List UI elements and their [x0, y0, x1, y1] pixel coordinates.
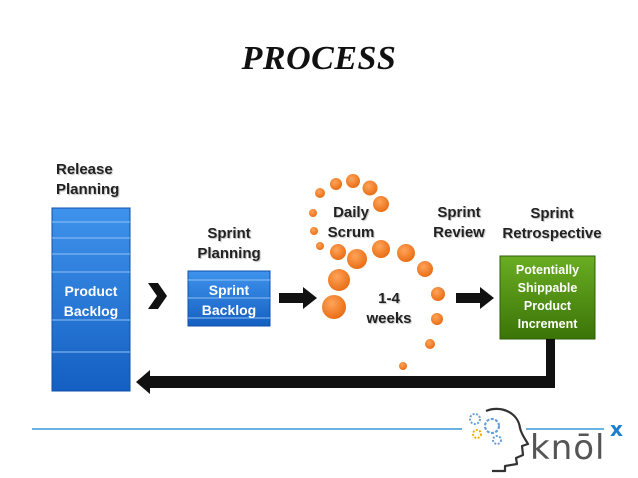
release-planning-line1: Release: [56, 161, 113, 178]
sprint-retrospective-line1: Sprint: [530, 205, 574, 222]
daily-scrum-line1: Daily: [333, 204, 369, 221]
daily-scrum-label: Daily Scrum: [320, 203, 382, 243]
sprint-backlog-line1: Sprint: [208, 282, 250, 298]
increment-line4: Increment: [517, 317, 578, 331]
sprint-review-line2: Review: [433, 224, 485, 241]
duration-line2: weeks: [366, 310, 412, 327]
duration-line1: 1-4: [378, 290, 400, 307]
sprint-review-label: Sprint Review: [428, 203, 490, 243]
increment-label: Potentially Shippable Product Increment: [500, 261, 595, 333]
daily-scrum-line2: Scrum: [327, 224, 375, 241]
sprint-retrospective-line2: Retrospective: [502, 225, 602, 242]
sprint-review-line1: Sprint: [437, 204, 481, 221]
sprint-retrospective-label: Sprint Retrospective: [496, 204, 608, 244]
sprint-backlog-box: [187, 270, 271, 327]
increment-line2: Shippable: [517, 281, 578, 295]
sprint-cycle-dots: [309, 174, 445, 370]
knolx-head-icon: [469, 407, 530, 473]
arrow-right-icon: [456, 287, 494, 309]
arrow-right-icon: [279, 287, 317, 309]
increment-line1: Potentially: [515, 263, 580, 277]
release-planning-line2: Planning: [56, 181, 120, 198]
sprint-backlog-line2: Backlog: [201, 302, 257, 318]
product-backlog-line1: Product: [64, 283, 118, 299]
sprint-planning-label: Sprint Planning: [194, 224, 264, 264]
page-title: PROCESS: [241, 40, 397, 77]
product-backlog-box: [51, 207, 131, 392]
sprint-backlog-label: Sprint Backlog: [188, 280, 270, 320]
knolx-logo: knōl: [530, 428, 606, 468]
sprint-planning-line2: Planning: [197, 245, 261, 262]
increment-line3: Product: [523, 299, 572, 313]
return-arrow-icon: [136, 339, 555, 394]
product-backlog-label: Product Backlog: [52, 281, 130, 321]
duration-label: 1-4 weeks: [360, 289, 418, 329]
knolx-logo-text: knōl: [530, 428, 606, 468]
knolx-logo-mark: x: [610, 417, 623, 441]
sprint-planning-line1: Sprint: [207, 225, 251, 242]
product-backlog-line2: Backlog: [63, 303, 119, 319]
chevron-right-icon: [148, 283, 167, 309]
release-planning-label: Release Planning: [56, 160, 119, 200]
